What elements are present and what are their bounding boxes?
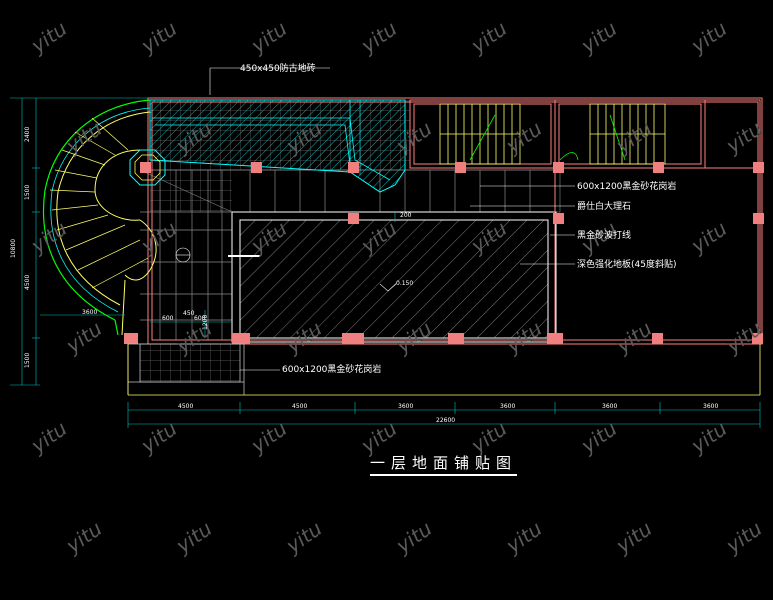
dim-misc-1: 3600 [82, 309, 98, 316]
label-laminate: 深色强化地板(45度斜贴) [577, 260, 677, 270]
label-dim-200: 200 [400, 212, 412, 219]
dim-misc-3: 450 [183, 310, 195, 317]
drawing-title: 一层地面铺贴图 [370, 452, 518, 476]
label-marble: 爵仕白大理石 [577, 202, 632, 212]
dim-misc-4: 600 [194, 315, 206, 322]
dim-misc-5: 1200 [202, 314, 209, 330]
dim-left-3: 4500 [24, 274, 31, 290]
dim-bottom-5: 3600 [602, 403, 618, 410]
dim-left-1: 2400 [24, 126, 31, 142]
label-antique-tile: 450x450防古地砖 [240, 64, 316, 74]
laminate-floor [239, 219, 549, 339]
dim-total: 22600 [436, 417, 456, 424]
dim-bottom-6: 3600 [703, 403, 719, 410]
octagon-feature [129, 149, 166, 186]
label-wave-line: 黑金砂波打线 [577, 231, 632, 241]
stairs-right [439, 103, 666, 165]
dim-bottom-3: 3600 [398, 403, 414, 410]
dim-bottom-1: 4500 [178, 403, 194, 410]
curved-stair [42, 99, 157, 336]
dimension-lines [10, 97, 761, 428]
dim-left-total: 10800 [10, 238, 17, 258]
leader-lines [175, 67, 575, 371]
label-granite-bottom: 600x1200黑金砂花岗岩 [282, 365, 382, 375]
dim-bottom-4: 3600 [500, 403, 516, 410]
label-elevation: 0.150 [396, 280, 414, 287]
dim-left-4: 1500 [24, 352, 31, 368]
dim-left-2: 1500 [24, 184, 31, 200]
label-granite-top: 600x1200黑金砂花岗岩 [577, 182, 677, 192]
entrance-area [127, 343, 761, 396]
dim-misc-2: 600 [162, 315, 174, 322]
columns [124, 162, 764, 344]
cyan-tile-band [149, 99, 406, 193]
dim-bottom-2: 4500 [292, 403, 308, 410]
